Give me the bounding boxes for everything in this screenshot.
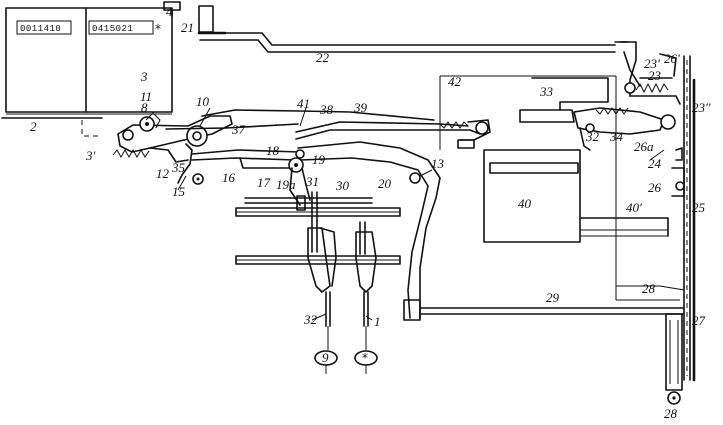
label-25: 25 bbox=[692, 200, 706, 215]
vertical-bar-25 bbox=[671, 55, 696, 382]
lever-20 bbox=[297, 141, 441, 321]
reference-labels: 2 3 3' 4 8 10 11 12 13 15 16 17 18 19 19… bbox=[30, 4, 711, 421]
label-33: 33 bbox=[539, 84, 554, 99]
right-counter-display: 0415021 * bbox=[88, 20, 161, 36]
label-19a: 19a bbox=[276, 177, 296, 192]
label-10: 10 bbox=[196, 94, 210, 109]
top-rod-22 bbox=[199, 32, 629, 53]
block-40 bbox=[483, 149, 669, 243]
label-28-bottom: 28 bbox=[664, 406, 678, 421]
label-23pp: 23'' bbox=[692, 100, 711, 115]
leader-lines bbox=[145, 107, 665, 321]
label-26a: 26a bbox=[634, 139, 654, 154]
left-key-mechanism bbox=[296, 191, 337, 350]
label-3: 3 bbox=[140, 69, 148, 84]
counter-housing bbox=[5, 7, 173, 115]
key-button-right[interactable]: * bbox=[354, 350, 378, 374]
label-13: 13 bbox=[431, 156, 445, 171]
label-30: 30 bbox=[335, 178, 350, 193]
label-37: 37 bbox=[231, 122, 246, 137]
label-22: 22 bbox=[316, 50, 330, 65]
label-1: 1 bbox=[374, 314, 381, 329]
label-38: 38 bbox=[319, 102, 334, 117]
bracket-33 bbox=[519, 77, 609, 123]
label-34: 34 bbox=[609, 129, 624, 144]
label-12: 12 bbox=[156, 166, 170, 181]
upper-comb-bar bbox=[235, 207, 401, 217]
escapement-assembly bbox=[112, 111, 233, 185]
label-4: 4 bbox=[166, 4, 173, 19]
right-roller-link bbox=[457, 119, 491, 149]
label-20: 20 bbox=[378, 176, 392, 191]
label-29: 29 bbox=[546, 290, 560, 305]
label-23p: 23' bbox=[644, 56, 660, 71]
key-right-symbol: * bbox=[362, 351, 368, 365]
upper-right-linkage bbox=[619, 41, 681, 105]
label-40: 40 bbox=[518, 196, 532, 211]
label-39: 39 bbox=[353, 100, 368, 115]
latch-assembly bbox=[573, 107, 676, 151]
label-42: 42 bbox=[448, 74, 462, 89]
label-31: 31 bbox=[305, 174, 319, 189]
label-19: 19 bbox=[312, 152, 326, 167]
label-3p: 3' bbox=[85, 148, 96, 163]
label-41: 41 bbox=[297, 96, 310, 111]
label-8: 8 bbox=[141, 100, 148, 115]
left-counter-value: 0011410 bbox=[20, 24, 61, 34]
label-17: 17 bbox=[257, 175, 271, 190]
label-11: 11 bbox=[140, 89, 152, 104]
label-23: 23 bbox=[648, 68, 662, 83]
base-plate bbox=[1, 117, 103, 137]
label-16: 16 bbox=[222, 170, 236, 185]
right-counter-value: 0415021 bbox=[92, 24, 133, 34]
label-2: 2 bbox=[30, 119, 37, 134]
label-27: 27 bbox=[692, 313, 706, 328]
bottom-rod-29 bbox=[419, 307, 685, 315]
right-key-mechanism bbox=[355, 221, 377, 350]
key-button-left[interactable]: 9 bbox=[314, 350, 338, 374]
label-35: 35 bbox=[171, 160, 186, 175]
label-24: 24 bbox=[648, 156, 662, 171]
key-left-symbol: 9 bbox=[322, 350, 329, 365]
mid-rod-28 bbox=[616, 285, 685, 291]
label-40p: 40' bbox=[626, 200, 642, 215]
label-21: 21 bbox=[181, 20, 194, 35]
counter-marker: * bbox=[155, 22, 161, 36]
lower-comb-bar bbox=[235, 255, 401, 265]
label-15: 15 bbox=[172, 184, 186, 199]
top-drive-gear bbox=[163, 1, 227, 35]
label-32: 32 bbox=[585, 129, 600, 144]
label-28-mid: 28 bbox=[642, 281, 656, 296]
shaft-30 bbox=[244, 197, 373, 204]
label-26p: 26' bbox=[664, 51, 680, 66]
label-26: 26 bbox=[648, 180, 662, 195]
label-32b: 32 bbox=[303, 312, 318, 327]
lower-right-piston bbox=[665, 313, 683, 405]
label-18: 18 bbox=[266, 143, 280, 158]
main-connecting-rods bbox=[165, 109, 481, 169]
left-counter-display: 0011410 bbox=[16, 20, 72, 35]
